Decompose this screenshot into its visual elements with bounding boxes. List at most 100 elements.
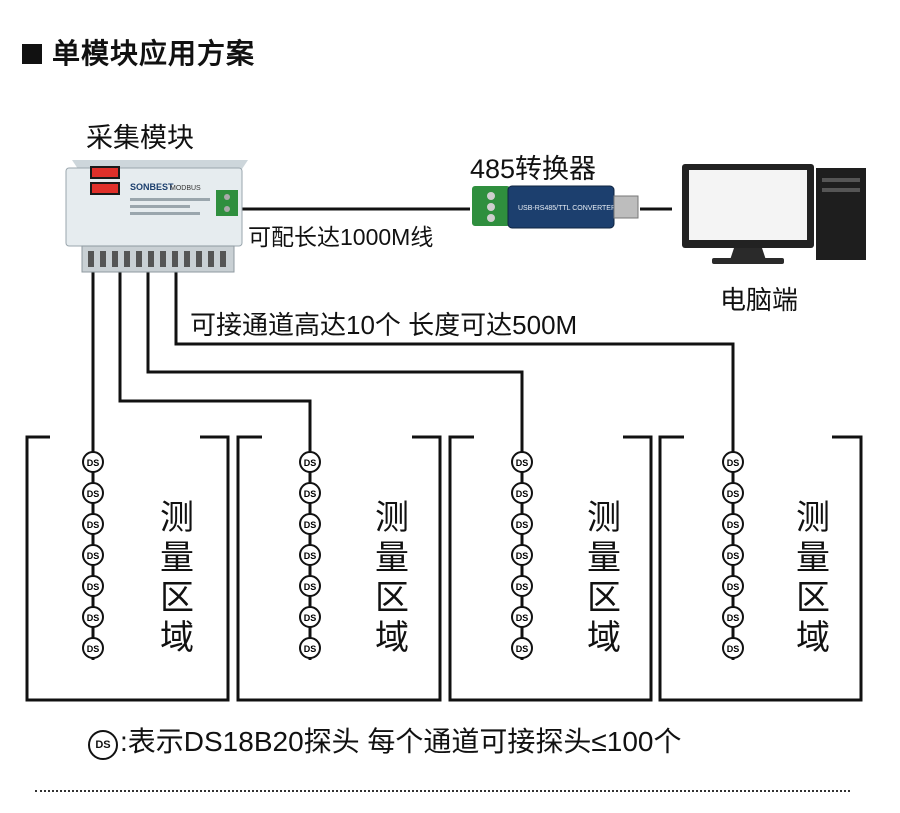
module-label: 采集模块 <box>86 123 194 153</box>
channel-line-2 <box>118 272 312 465</box>
zone-char: 域 <box>796 619 830 657</box>
ds-probe-label: DS <box>727 458 740 468</box>
ds-probe-label: DS <box>516 520 529 530</box>
ds-probe-label: DS <box>304 582 317 592</box>
zone-char: 测 <box>796 499 830 537</box>
ds-probe-label: DS <box>87 613 100 623</box>
zone-char: 量 <box>796 539 830 577</box>
ds-probe-label: DS <box>727 644 740 654</box>
ds-probe-icon: DS <box>299 482 321 504</box>
monitor-screen <box>689 170 807 240</box>
module-terminals <box>88 251 226 267</box>
ds-probe-icon: DS <box>299 637 321 659</box>
module-green-terminal <box>216 190 238 216</box>
ds-probe-label: DS <box>727 551 740 561</box>
footnote: DS:表示DS18B20探头 每个通道可接探头≤100个 <box>88 720 682 760</box>
pc-label: 电脑端 <box>720 285 799 315</box>
probe-chains: DS DS DS DS DS DS DS DS DS DS DS DS DS DS DS DS DS DS DS DS… <box>82 451 744 660</box>
ds-probe-legend-icon: DS <box>88 730 118 760</box>
zone-label-2: 测量区域 <box>372 498 412 658</box>
ds-probe-icon: DS <box>511 513 533 535</box>
converter-label: 485转换器 <box>470 154 597 184</box>
channel-label: 可接通道高达10个 长度可达500M <box>190 310 578 340</box>
ds-probe-icon: DS <box>299 575 321 597</box>
ds-probe-icon: DS <box>299 513 321 535</box>
zone-border-3 <box>448 435 653 702</box>
ds-probe-label: DS <box>87 520 100 530</box>
ds-probe-label: DS <box>727 613 740 623</box>
ds-probe-icon: DS <box>82 637 104 659</box>
footnote-text: :表示DS18B20探头 每个通道可接探头≤100个 <box>120 726 682 757</box>
ds-probe-label: DS <box>516 613 529 623</box>
ds-probe-label: DS <box>516 582 529 592</box>
ds-probe-icon: DS <box>511 482 533 504</box>
ds-probe-icon: DS <box>82 575 104 597</box>
page-title: 单模块应用方案 <box>22 32 255 72</box>
zone-label-1: 测量区域 <box>157 498 197 658</box>
ds-probe-icon: DS <box>511 575 533 597</box>
ds-probe-label: DS <box>516 458 529 468</box>
rs485-converter: USB-RS485/TTL CONVERTER <box>472 185 639 229</box>
ds-probe-icon: DS <box>299 544 321 566</box>
ds-probe-label: DS <box>727 520 740 530</box>
ds-probe-label: DS <box>87 458 100 468</box>
ds-probe-label: DS <box>304 613 317 623</box>
module-display-red-2 <box>92 184 118 193</box>
zone-char: 域 <box>375 619 409 657</box>
square-bullet-icon <box>22 44 42 64</box>
zone-char: 区 <box>375 579 409 617</box>
ds-probe-label: DS <box>304 644 317 654</box>
pc-tower <box>816 168 866 260</box>
ds-probe-icon: DS <box>722 451 744 473</box>
ds-probe-label: DS <box>87 551 100 561</box>
zone-border-4 <box>658 435 863 702</box>
module-brand: SONBEST <box>130 182 174 192</box>
connection-lines <box>91 207 735 465</box>
title-text: 单模块应用方案 <box>52 38 256 69</box>
ds-probe-icon: DS <box>299 606 321 628</box>
computer <box>682 164 866 264</box>
ds-probe-label: DS <box>304 489 317 499</box>
ds-probe-icon: DS <box>722 544 744 566</box>
ds-probe-label: DS <box>304 551 317 561</box>
zone-char: 区 <box>160 579 194 617</box>
ds-probe-icon: DS <box>511 606 533 628</box>
ds-probe-icon: DS <box>82 513 104 535</box>
ds-probe-label: DS <box>516 644 529 654</box>
ds-probe-label: DS <box>87 582 100 592</box>
ds-probe-icon: DS <box>511 637 533 659</box>
ds-probe-label: DS <box>727 582 740 592</box>
ds-probe-icon: DS <box>82 482 104 504</box>
zone-char: 测 <box>160 499 194 537</box>
ds-probe-label: DS <box>516 551 529 561</box>
module-display-red <box>92 168 118 177</box>
ds-probe-label: DS <box>87 644 100 654</box>
converter-text: USB-RS485/TTL CONVERTER <box>518 205 616 212</box>
zone-char: 测 <box>587 499 621 537</box>
ds-probe-icon: DS <box>722 637 744 659</box>
ds-probe-label: DS <box>304 520 317 530</box>
zone-char: 测 <box>375 499 409 537</box>
ds-probe-icon: DS <box>722 575 744 597</box>
cable-label: 可配长达1000M线 <box>248 224 434 250</box>
zone-label-4: 测量区域 <box>793 498 833 658</box>
zone-border-1 <box>25 435 230 702</box>
acquisition-module: SONBEST MODBUS <box>65 160 248 273</box>
zone-char: 量 <box>587 539 621 577</box>
zone-char: 域 <box>160 619 194 657</box>
ds-probe-icon: DS <box>82 451 104 473</box>
ds-probe-icon: DS <box>511 544 533 566</box>
module-protocol: MODBUS <box>170 185 201 192</box>
ds-probe-icon: DS <box>722 482 744 504</box>
ds-probe-label: DS <box>727 489 740 499</box>
ds-probe-label: DS <box>304 458 317 468</box>
channel-line-3 <box>146 272 524 465</box>
zone-char: 区 <box>587 579 621 617</box>
ds-probe-icon: DS <box>722 606 744 628</box>
ds-probe-label: DS <box>87 489 100 499</box>
ds-probe-icon: DS <box>722 513 744 535</box>
zone-border-2 <box>236 435 442 702</box>
ds-probe-icon: DS <box>299 451 321 473</box>
channel-line-4 <box>174 272 735 465</box>
